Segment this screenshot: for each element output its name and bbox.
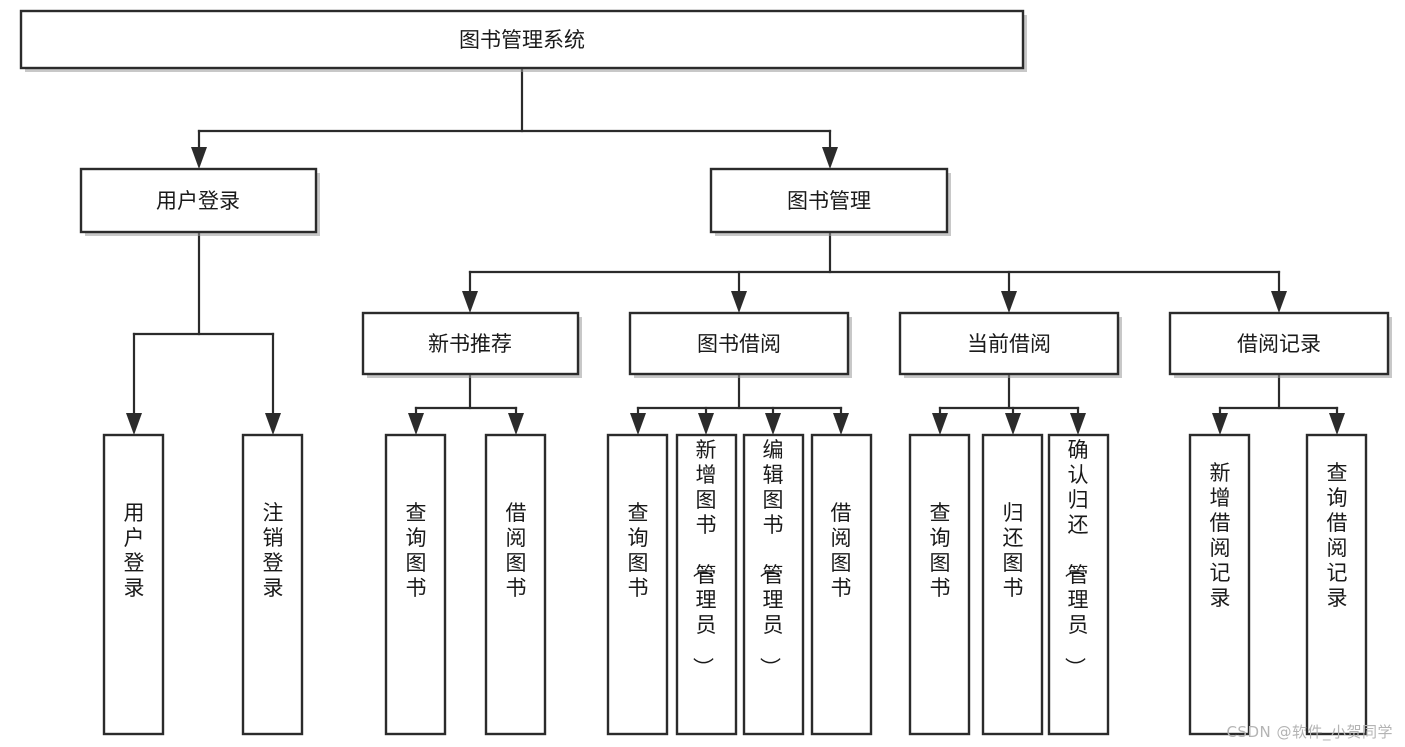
node-root-label: 图书管理系统 (459, 28, 585, 52)
leaf-query-book-current-rect[interactable] (908, 433, 971, 736)
leaf-add-book-admin[interactable]: 新增图书（管理员） (675, 433, 738, 736)
node-book-management-rect[interactable] (709, 167, 949, 234)
leaf-confirm-return-admin-rect[interactable] (1047, 433, 1110, 736)
node-current-borrow[interactable]: 当前借阅 (898, 311, 1122, 378)
leaf-query-book-newbook-rect[interactable] (384, 433, 447, 736)
leaf-borrow-book-newbook-rect[interactable] (484, 433, 547, 736)
csdn-watermark: CSDN @软件_小贺同学 (1226, 723, 1393, 741)
leaf-query-book-borrow[interactable]: 查询图书 (606, 433, 669, 736)
leaf-query-borrow-record-label: 查询借阅记录 (1327, 461, 1348, 610)
leaf-query-borrow-record-rect[interactable] (1305, 433, 1368, 736)
leaf-query-book-current[interactable]: 查询图书 (908, 433, 971, 736)
leaf-borrow-book-borrow-rect[interactable] (810, 433, 873, 736)
leaf-return-book-label: 归还图书 (1003, 501, 1024, 600)
leaf-query-borrow-record[interactable]: 查询借阅记录 (1305, 433, 1368, 736)
arrowhead-leaf-query-book-b (630, 413, 646, 435)
arrowhead-leaf-logout (265, 413, 281, 435)
leaf-user-login-rect[interactable] (102, 433, 165, 736)
arrowhead-user-login (191, 147, 207, 169)
leaf-edit-book-admin-label: 编辑图书（管理员） (758, 438, 784, 678)
connector-layer (126, 66, 1345, 435)
leaf-logout-rect[interactable] (241, 433, 304, 736)
arrowhead-new-book-rec (462, 291, 478, 313)
leaf-borrow-book-newbook-label: 借阅图书 (506, 501, 527, 600)
leaf-query-book-newbook[interactable]: 查询图书 (384, 433, 447, 736)
arrowhead-leaf-borrow-book-b (833, 413, 849, 435)
node-current-borrow-rect[interactable] (898, 311, 1120, 376)
node-new-book-recommend-rect[interactable] (361, 311, 580, 376)
leaf-edit-book-admin[interactable]: 编辑图书（管理员） (742, 433, 805, 736)
leaf-borrow-book-borrow[interactable]: 借阅图书 (810, 433, 873, 736)
leaf-borrow-book-newbook[interactable]: 借阅图书 (484, 433, 547, 736)
node-new-book-recommend[interactable]: 新书推荐 (361, 311, 582, 378)
leaf-edit-book-admin-rect[interactable] (742, 433, 805, 736)
node-user-login-label: 用户登录 (156, 189, 240, 213)
node-book-borrow-label: 图书借阅 (697, 332, 781, 356)
leaf-confirm-return-admin-label: 确认归还（管理员） (1063, 438, 1089, 678)
arrowhead-leaf-edit-book (765, 413, 781, 435)
arrowhead-book-borrow (731, 291, 747, 313)
leaf-logout-label: 注销登录 (263, 501, 284, 600)
leaf-return-book-rect[interactable] (981, 433, 1044, 736)
arrowhead-book-mgmt (822, 147, 838, 169)
arrowhead-leaf-user-login (126, 413, 142, 435)
arrowhead-leaf-query-book-a (408, 413, 424, 435)
node-borrow-record-rect[interactable] (1168, 311, 1390, 376)
arrowhead-current-borrow (1001, 291, 1017, 313)
leaf-add-book-admin-label: 新增图书（管理员） (691, 438, 717, 678)
node-book-borrow-rect[interactable] (628, 311, 850, 376)
leaf-add-borrow-record-rect[interactable] (1188, 433, 1251, 736)
leaf-query-book-newbook-label: 查询图书 (406, 501, 427, 600)
leaf-borrow-book-borrow-label: 借阅图书 (831, 501, 852, 600)
node-root-rect[interactable] (19, 9, 1025, 70)
node-current-borrow-label: 当前借阅 (967, 332, 1051, 356)
node-user-login-rect[interactable] (79, 167, 318, 234)
leaf-add-borrow-record[interactable]: 新增借阅记录 (1188, 433, 1251, 736)
node-root[interactable]: 图书管理系统 (19, 9, 1027, 72)
node-book-management[interactable]: 图书管理 (709, 167, 951, 236)
leaf-logout[interactable]: 注销登录 (241, 433, 304, 736)
arrowhead-borrow-record (1271, 291, 1287, 313)
node-book-management-label: 图书管理 (787, 189, 871, 213)
arrowhead-leaf-query-book-c (932, 413, 948, 435)
node-borrow-record-label: 借阅记录 (1237, 332, 1321, 356)
arrowhead-leaf-add-book (698, 413, 714, 435)
arrowhead-leaf-borrow-book-a (508, 413, 524, 435)
node-book-borrow[interactable]: 图书借阅 (628, 311, 852, 378)
arrowhead-leaf-confirm-return (1070, 413, 1086, 435)
leaf-return-book[interactable]: 归还图书 (981, 433, 1044, 736)
leaf-query-book-borrow-label: 查询图书 (628, 501, 649, 600)
leaf-confirm-return-admin[interactable]: 确认归还（管理员） (1047, 433, 1110, 736)
arrowhead-leaf-add-record (1212, 413, 1228, 435)
arrowhead-leaf-return-book (1005, 413, 1021, 435)
node-user-login[interactable]: 用户登录 (79, 167, 320, 236)
leaf-query-book-current-label: 查询图书 (930, 501, 951, 600)
leaf-query-book-borrow-rect[interactable] (606, 433, 669, 736)
arrowhead-leaf-query-record (1329, 413, 1345, 435)
leaf-add-borrow-record-label: 新增借阅记录 (1210, 461, 1231, 610)
node-new-book-recommend-label: 新书推荐 (428, 332, 512, 356)
node-borrow-record[interactable]: 借阅记录 (1168, 311, 1392, 378)
leaf-add-book-admin-rect[interactable] (675, 433, 738, 736)
leaf-user-login[interactable]: 用户登录 (102, 433, 165, 736)
leaf-user-login-label: 用户登录 (124, 501, 145, 600)
